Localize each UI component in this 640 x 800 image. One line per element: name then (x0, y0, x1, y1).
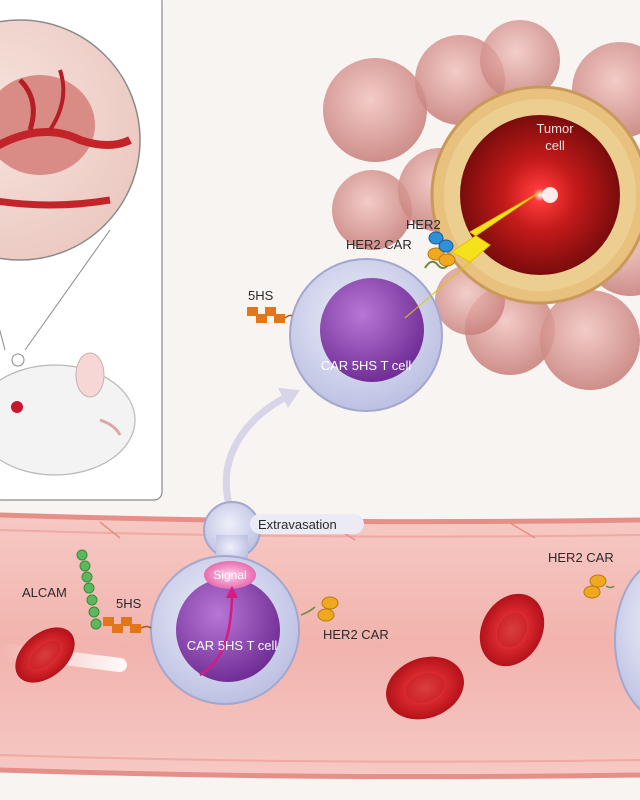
fivehs-receptor-top (247, 307, 293, 323)
red-blood-cell (386, 656, 464, 720)
extravasation-label-bg (250, 514, 364, 534)
her2-car-complex-top (424, 231, 456, 269)
mouse-illustration (0, 352, 136, 476)
car-t-cell-top (289, 258, 443, 412)
tumor-cell (430, 85, 640, 305)
red-blood-cell (479, 593, 545, 667)
car-t-cell-right-partial (614, 569, 640, 711)
extravasation-arrow (222, 391, 294, 504)
blood-vessel (0, 512, 640, 800)
label-her2-car-bottom: HER2 CAR (323, 627, 389, 642)
signal-arrow (199, 589, 234, 677)
label-fivehs-top: 5HS (248, 288, 274, 303)
car-t-cell-bottom (150, 501, 300, 705)
red-blood-cell (15, 627, 75, 683)
red-blood-cells (15, 593, 545, 720)
her2-car-bottom (300, 596, 339, 622)
signal-bubble (204, 561, 256, 589)
label-tumor-cell-line1: Tumor (536, 121, 574, 136)
killing-signal-bolt (404, 191, 541, 319)
alcam-molecule (76, 549, 102, 630)
label-car-cell-top: CAR 5HS T cell (321, 358, 412, 373)
label-signal: Signal (213, 568, 246, 582)
label-alcam: ALCAM (22, 585, 67, 600)
label-car-cell-bottom: CAR 5HS T cell (187, 638, 278, 653)
label-her2-car-right: HER2 CAR (548, 550, 614, 565)
label-fivehs-bottom: 5HS (116, 596, 142, 611)
label-tumor-cell-line2: cell (545, 138, 565, 153)
extravasation-arrowhead (278, 388, 300, 408)
label-her2: HER2 (406, 217, 441, 232)
her2-car-right (583, 574, 615, 599)
mouse-inset-panel (0, 0, 163, 501)
label-extravasation: Extravasation (258, 517, 337, 532)
tumor-mass (323, 20, 640, 390)
label-her2-car-top: HER2 CAR (346, 237, 412, 252)
fivehs-receptor-bottom (103, 617, 152, 633)
